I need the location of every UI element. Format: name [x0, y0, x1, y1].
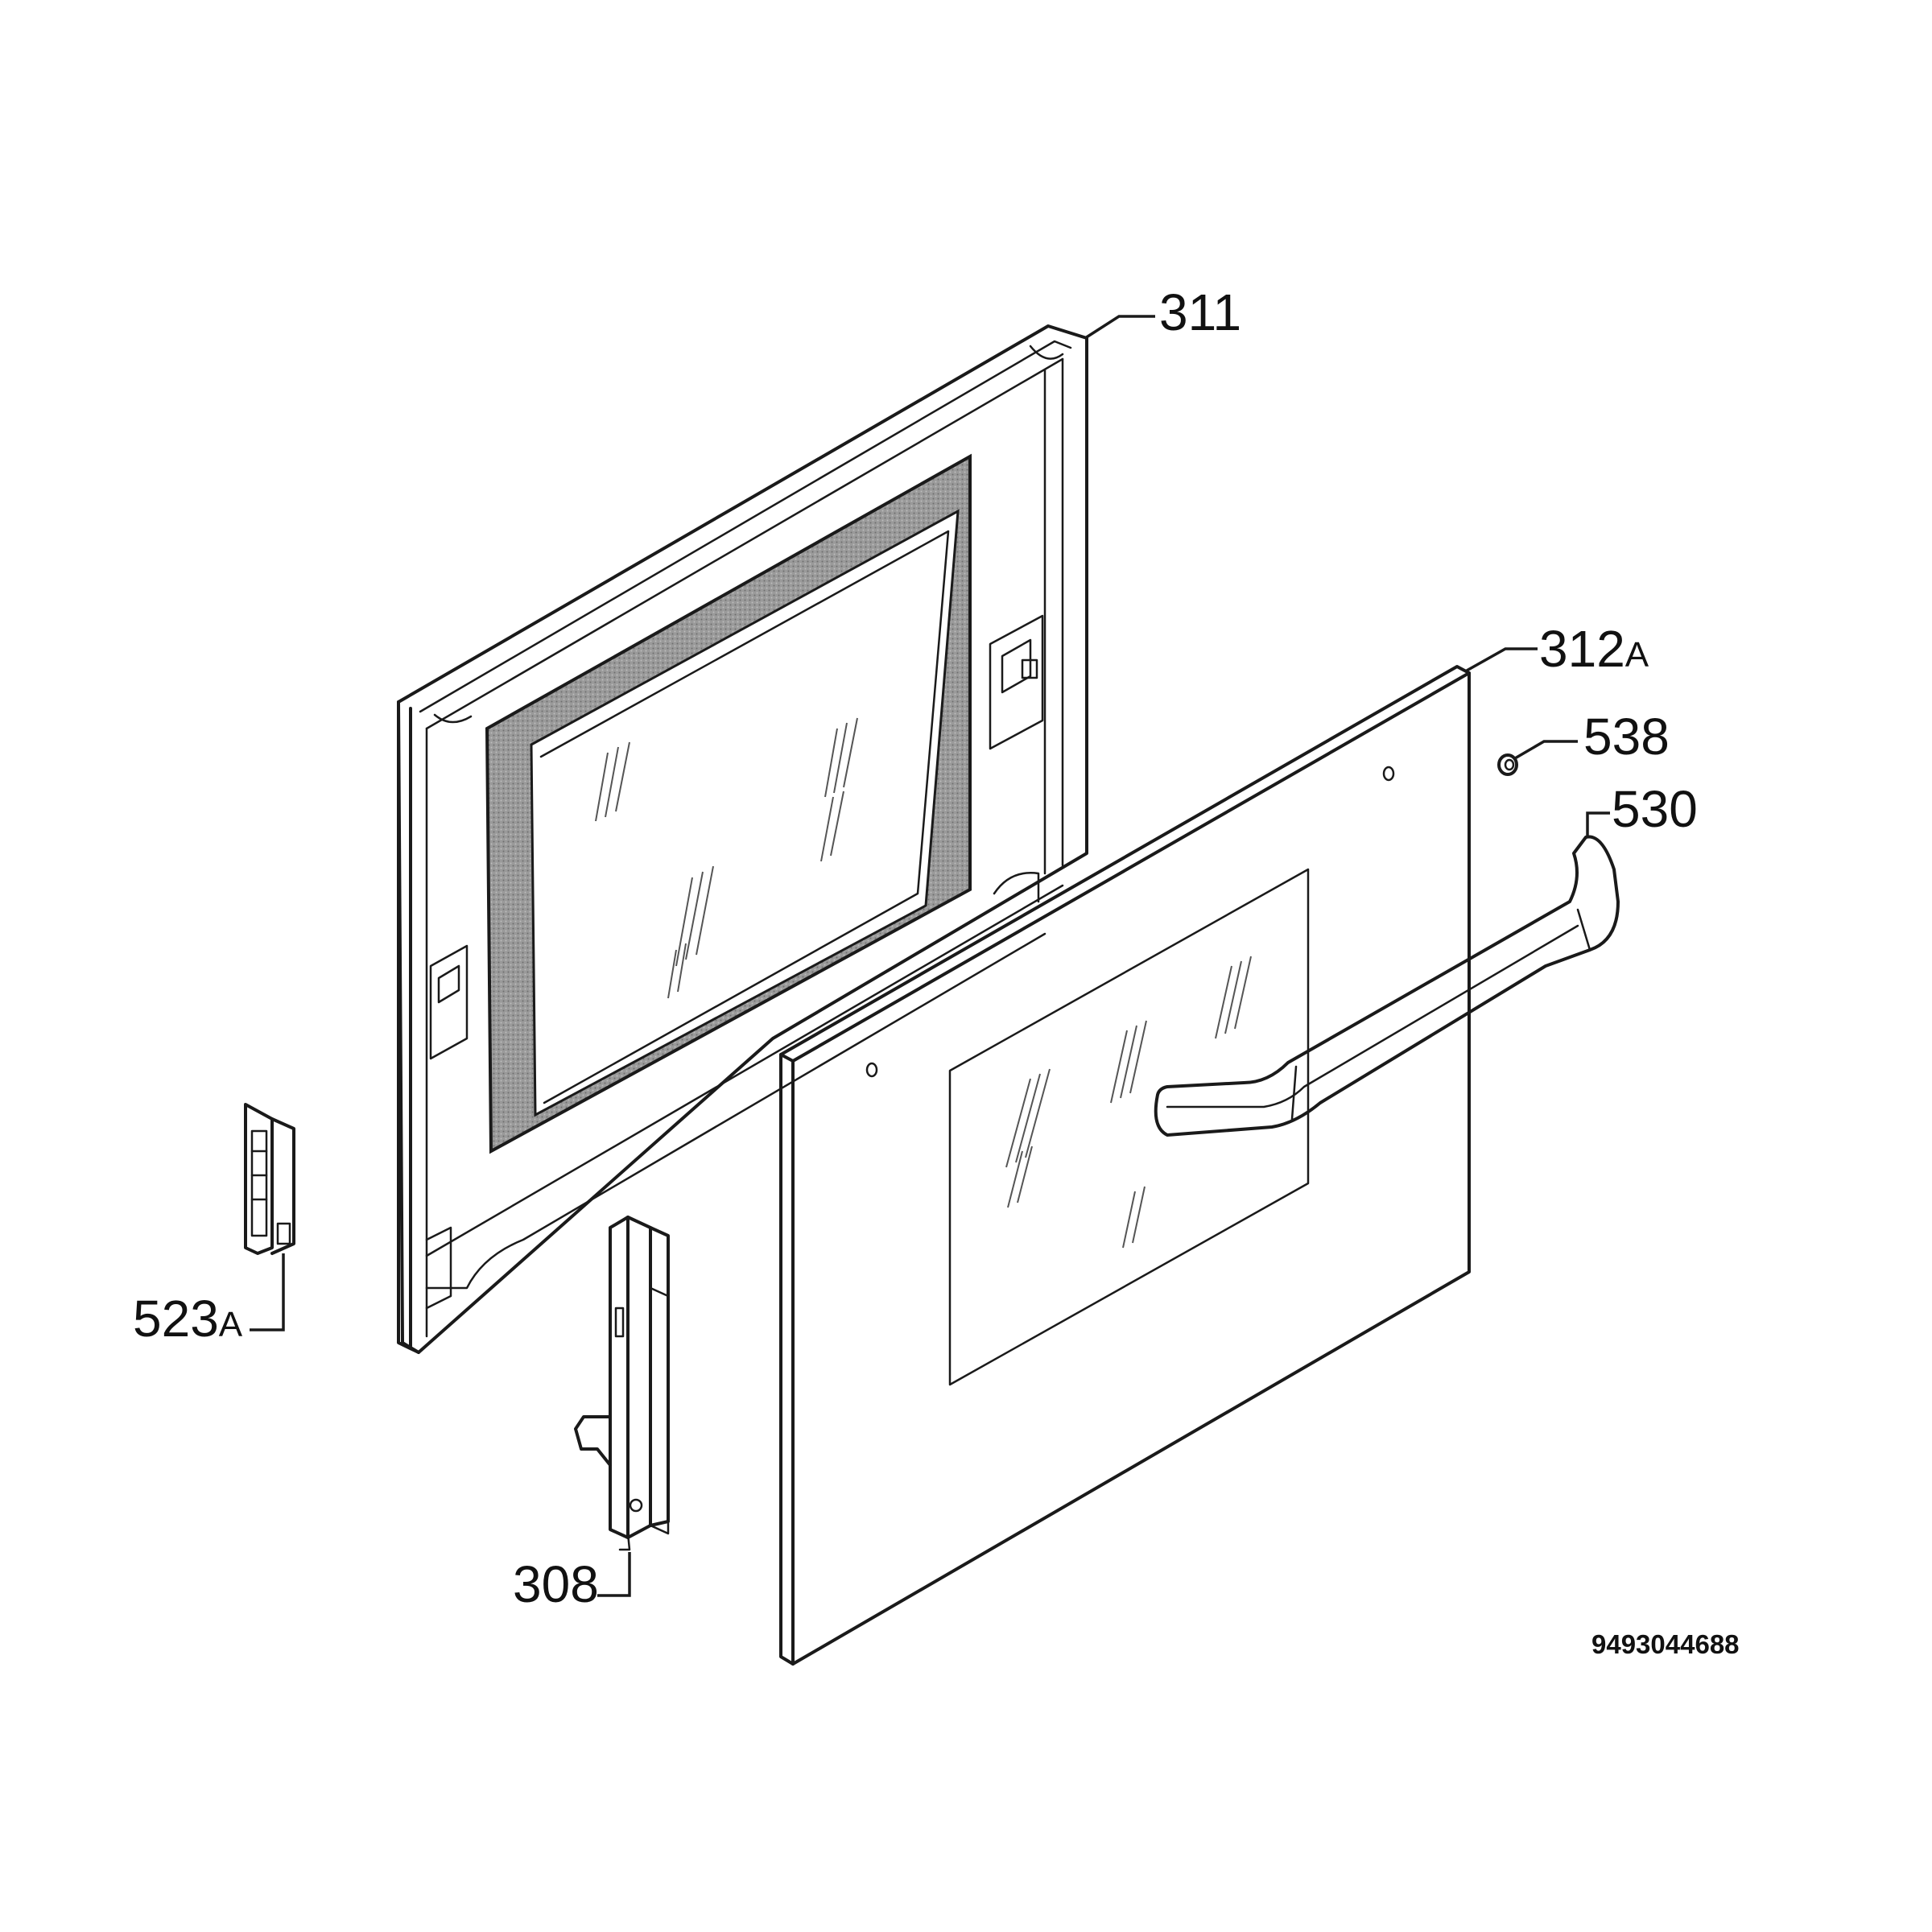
- inner-door-frame-part-311: [397, 324, 1088, 1354]
- callout-530: 530: [1612, 780, 1698, 838]
- callout-523a-number: 523: [133, 1290, 219, 1348]
- callout-538: 538: [1583, 708, 1670, 766]
- leader-311: [1084, 315, 1155, 340]
- leader-523a: [250, 1253, 285, 1331]
- callout-leaders: [250, 315, 1610, 1597]
- callout-523a: 523A: [133, 1290, 243, 1348]
- callout-312a-suffix: A: [1625, 635, 1649, 675]
- leader-312a: [1466, 647, 1538, 672]
- door-handle-part-530: [1154, 835, 1620, 1137]
- callout-523a-suffix: A: [219, 1305, 243, 1344]
- leader-538: [1514, 740, 1578, 760]
- leader-530: [1586, 811, 1610, 837]
- callout-311: 311: [1159, 283, 1241, 341]
- nut-part-538: [1497, 753, 1518, 776]
- outer-door-glass-part-312a: [779, 665, 1471, 1666]
- bracket-part-523a: [244, 1103, 295, 1255]
- document-number: 9493044688: [1591, 1629, 1740, 1659]
- leader-308: [597, 1552, 631, 1597]
- callout-312a-number: 312: [1539, 620, 1625, 678]
- callout-308: 308: [513, 1555, 599, 1613]
- callout-312a: 312A: [1539, 620, 1649, 678]
- door-gasket-part-311: [485, 453, 972, 1154]
- hinge-part-308: [574, 1216, 670, 1551]
